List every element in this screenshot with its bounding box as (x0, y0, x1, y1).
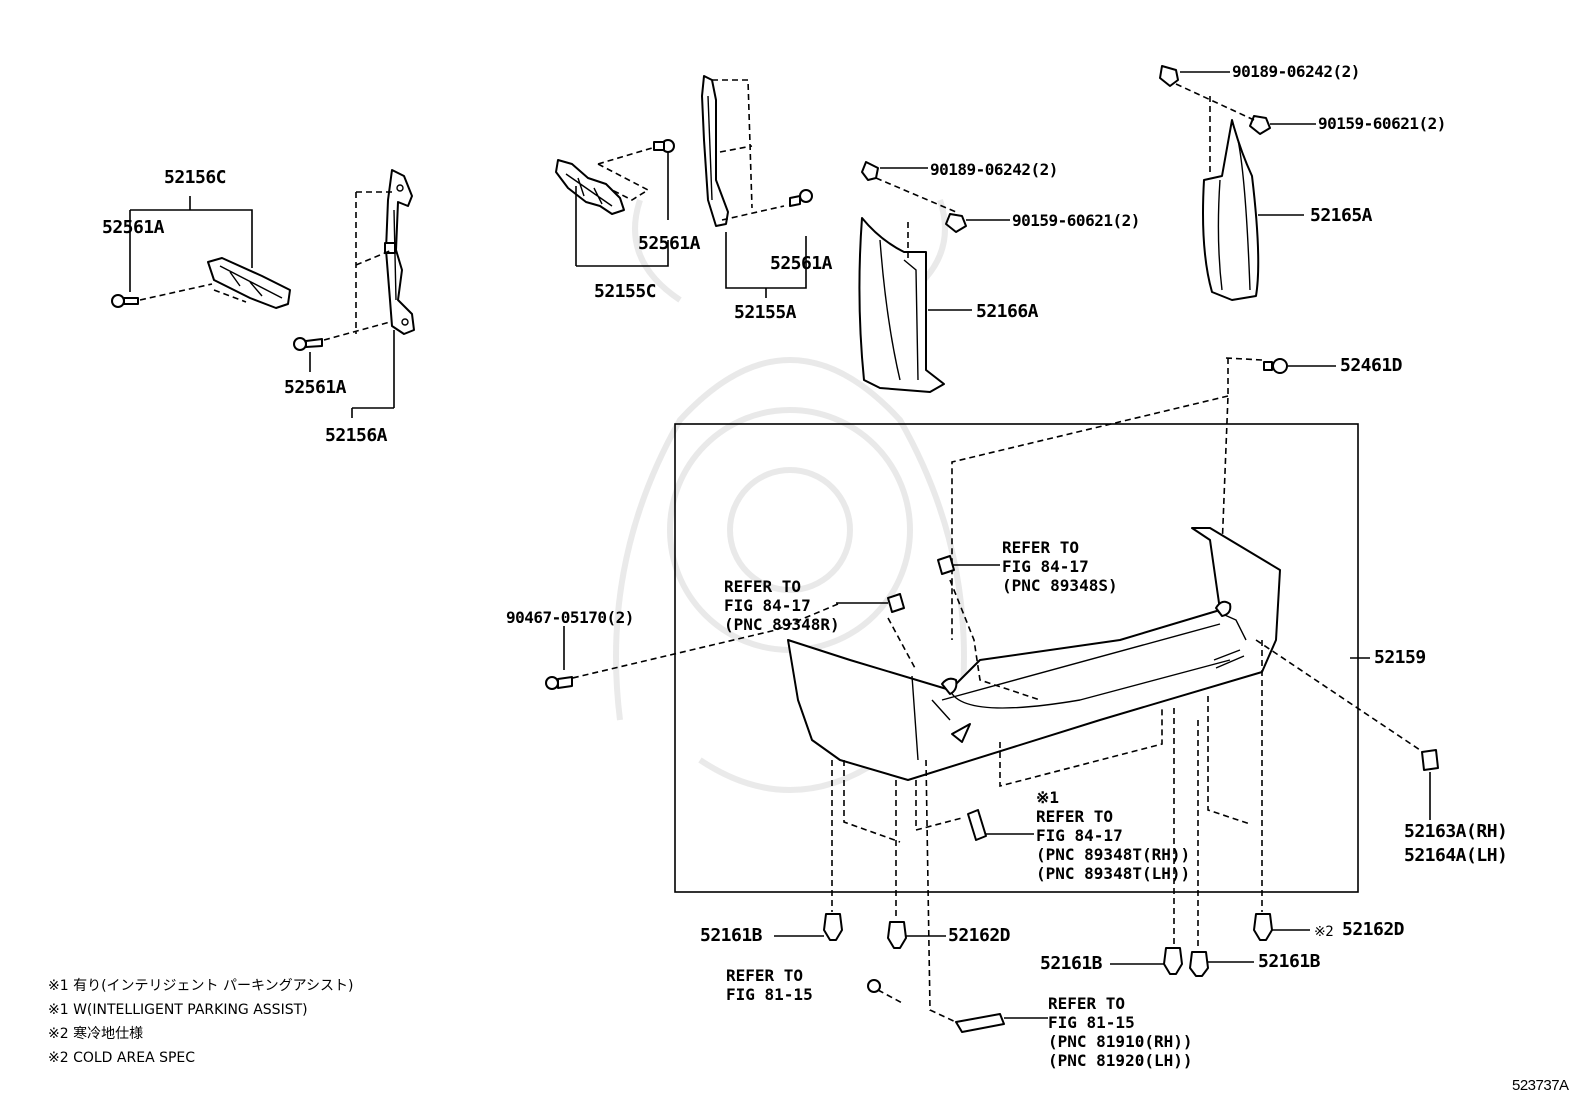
label-90159-1: 90159-60621(2) (1012, 211, 1140, 230)
label-52161b-3: 52161B (1258, 951, 1321, 972)
label-52155a: 52155A (734, 302, 797, 323)
label-52166a: 52166A (976, 301, 1039, 322)
label-52155c: 52155C (594, 281, 657, 302)
label-90189-1: 90189-06242(2) (930, 160, 1058, 179)
label-52561a-2: 52561A (284, 377, 347, 398)
label-52156a: 52156A (325, 425, 388, 446)
bracket-52156c (111, 196, 291, 309)
sensor-89348s (937, 555, 1000, 575)
ref-89348t: ※1 REFER TO FIG 84-17 (PNC 89348T(RH)) (… (1036, 788, 1191, 883)
footnote-1: ※1 有り(インテリジェント パーキングアシスト) (48, 978, 354, 994)
footnote-2: ※1 W(INTELLIGENT PARKING ASSIST) (48, 1002, 308, 1018)
screw-90467 (545, 626, 573, 690)
figure-id: 523737A (1512, 1077, 1569, 1094)
label-52461d: 52461D (1340, 355, 1403, 376)
footnotes: ※1 有り(インテリジェント パーキングアシスト) ※1 W(INTELLIGE… (48, 974, 353, 1070)
footnote-4: ※2 COLD AREA SPEC (48, 1050, 196, 1066)
label-90467: 90467-05170(2) (506, 608, 634, 627)
ref-89348s: REFER TO FIG 84-17 (PNC 89348S) (1002, 538, 1118, 595)
label-52164a: 52164A(LH) (1404, 845, 1508, 866)
bracket-52156a (293, 169, 415, 418)
cap-52163a (1421, 749, 1439, 820)
mud-guard-52165a (1159, 65, 1316, 301)
label-52161b-1: 52161B (700, 925, 763, 946)
label-52162d-2: 52162D (1342, 919, 1405, 940)
bracket-52155c (555, 139, 675, 267)
label-52162d-1: 52162D (948, 925, 1011, 946)
label-mark2: ※2 (1314, 924, 1334, 940)
ref-fig81-15-a: REFER TO FIG 81-15 (726, 966, 813, 1004)
ref-89348r: REFER TO FIG 84-17 (PNC 89348R) (724, 577, 840, 634)
label-90159-2: 90159-60621(2) (1318, 114, 1446, 133)
label-52159: 52159 (1374, 647, 1426, 668)
sensor-89348r (836, 593, 905, 613)
rear-bumper-52159 (563, 527, 1421, 1025)
label-52163a: 52163A(RH) (1404, 821, 1508, 842)
bracket-52155a (701, 75, 813, 298)
mud-guard-52166a (858, 161, 1010, 393)
label-52561a-3: 52561A (638, 233, 701, 254)
ref-fig81-15-b: REFER TO FIG 81-15 (PNC 81910(RH)) (PNC … (1048, 994, 1193, 1070)
label-52156c: 52156C (164, 167, 227, 188)
label-52561a-1: 52561A (102, 217, 165, 238)
sensor-89348t (967, 809, 1034, 841)
clips-bottom (774, 913, 1310, 1033)
clip-52461d (951, 357, 1336, 640)
label-90189-2: 90189-06242(2) (1232, 62, 1360, 81)
footnote-3: ※2 寒冷地仕様 (48, 1026, 144, 1042)
label-52161b-2: 52161B (1040, 953, 1103, 974)
label-52165a: 52165A (1310, 205, 1373, 226)
label-52561a-4: 52561A (770, 253, 833, 274)
